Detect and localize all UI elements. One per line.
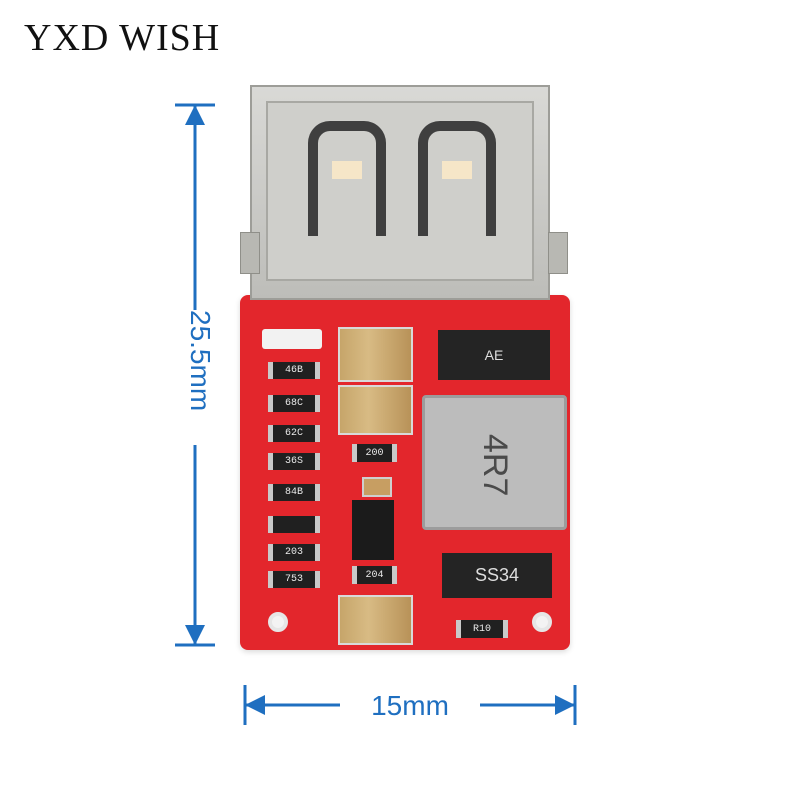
diode-bottom: SS34 bbox=[442, 553, 552, 598]
width-dimension-label: 15mm bbox=[371, 690, 449, 721]
usb-contact-left bbox=[308, 121, 386, 236]
usb-mount-tab-right bbox=[548, 232, 568, 274]
capacitor-small bbox=[362, 477, 392, 497]
resistor-label: 62C bbox=[268, 425, 320, 442]
resistor-label: 46B bbox=[268, 362, 320, 379]
width-dimension-arrow bbox=[243, 685, 577, 725]
usb-contact-right bbox=[418, 121, 496, 236]
led bbox=[262, 329, 322, 349]
diode-top: AE bbox=[438, 330, 550, 380]
resistor-label: 84B bbox=[268, 484, 320, 501]
ic-chip bbox=[352, 500, 394, 560]
resistor-label: 203 bbox=[268, 544, 320, 561]
capacitor-top bbox=[338, 327, 413, 382]
usb-port-inner bbox=[266, 101, 534, 281]
height-dimension-arrow bbox=[175, 103, 215, 647]
resistor-label: 68C bbox=[268, 395, 320, 412]
resistor-bottom-label: R10 bbox=[456, 620, 508, 638]
mounting-hole-right bbox=[532, 612, 552, 632]
usb-mount-tab-left bbox=[240, 232, 260, 274]
resistor-label: 204 bbox=[352, 566, 397, 584]
brand-watermark: YXD WISH bbox=[24, 17, 221, 59]
inductor-label: 4R7 bbox=[476, 433, 514, 497]
resistor-label: 200 bbox=[352, 444, 397, 462]
resistor-label: 36S bbox=[268, 453, 320, 470]
capacitor-small bbox=[268, 516, 320, 533]
usb-port bbox=[250, 85, 550, 300]
mounting-hole-left bbox=[268, 612, 288, 632]
inductor bbox=[422, 395, 567, 530]
capacitor-middle bbox=[338, 385, 413, 435]
capacitor-bottom bbox=[338, 595, 413, 645]
resistor-label: 753 bbox=[268, 571, 320, 588]
height-dimension-label: 25.5mm bbox=[185, 310, 216, 412]
